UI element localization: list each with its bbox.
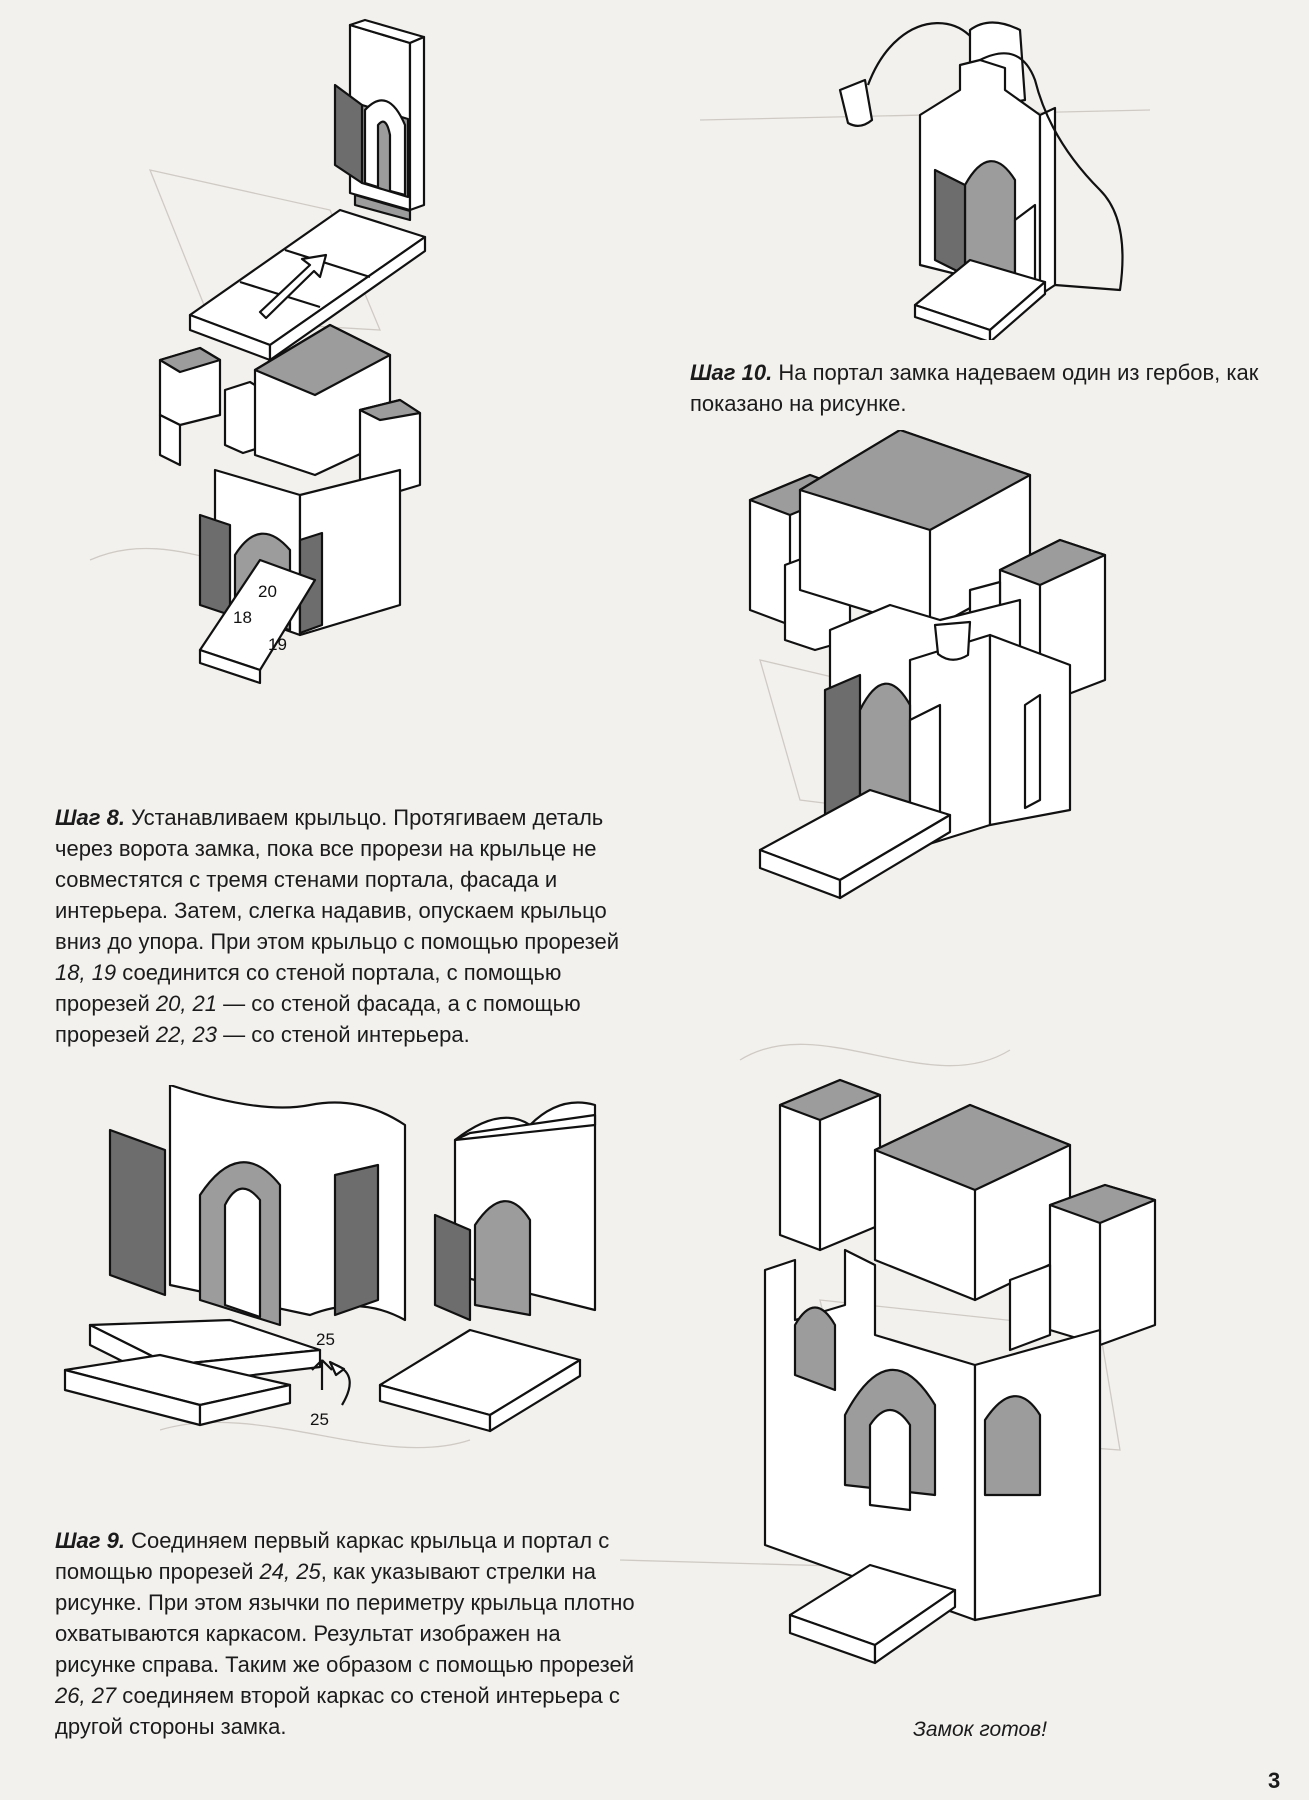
step8-castle-body xyxy=(158,323,422,685)
step9-portal-with-porch xyxy=(63,1085,407,1427)
step8-label: Шаг 8. xyxy=(55,805,125,830)
step10-illustration xyxy=(820,20,1180,340)
step9-caption: Шаг 9. Соединяем первый каркас крыльца и… xyxy=(55,1528,635,1739)
step8-illustration: 20 18 19 xyxy=(150,15,660,735)
slot-label-25-top: 25 xyxy=(316,1330,335,1349)
finished-castle xyxy=(760,1075,1260,1695)
step10-portal xyxy=(913,21,1124,340)
step10-caption: Шаг 10. На портал замка надеваем один из… xyxy=(690,360,1259,416)
slot-label-18: 18 xyxy=(233,608,252,627)
step9-illustration: 25 25 xyxy=(60,1085,640,1490)
castle-with-coat-of-arms xyxy=(740,430,1260,1030)
page-number: 3 xyxy=(1268,1768,1281,1793)
step8-caption: Шаг 8. Устанавливаем крыльцо. Протягивае… xyxy=(55,805,620,1047)
step10-label: Шаг 10. xyxy=(690,360,773,385)
slot-label-19: 19 xyxy=(268,635,287,654)
slot-label-25-bottom: 25 xyxy=(310,1410,329,1429)
step8-portal-part xyxy=(333,18,426,222)
final-caption: Замок готов! xyxy=(913,1718,1047,1741)
step8-porch-sliding xyxy=(188,208,427,362)
slot-label-20: 20 xyxy=(258,582,277,601)
step9-label: Шаг 9. xyxy=(55,1528,125,1553)
step9-assembled-portal xyxy=(378,1101,597,1433)
